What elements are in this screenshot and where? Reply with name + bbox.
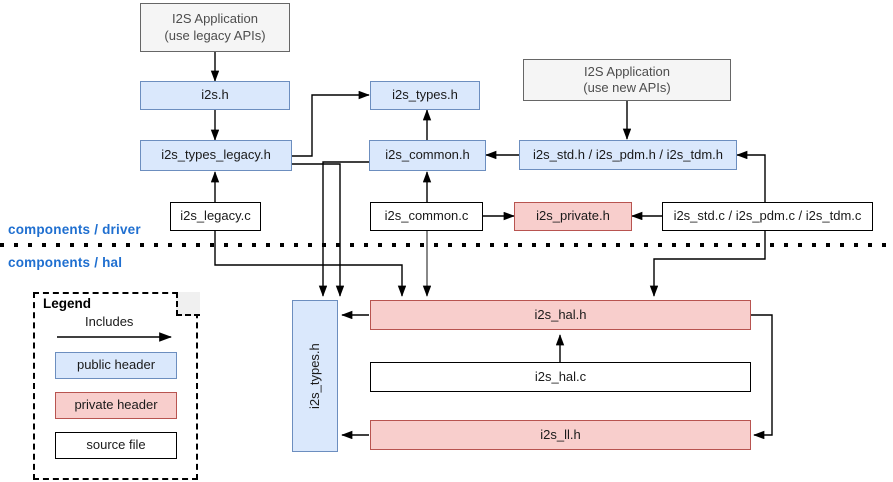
- node-i2s-application-new[interactable]: I2S Application (use new APIs): [523, 59, 731, 101]
- node-label-line1: I2S Application: [171, 11, 258, 27]
- node-label-line1: I2S Application: [583, 63, 670, 79]
- legend-arrow-icon: [57, 332, 172, 342]
- node-i2s-std-pdm-tdm-c[interactable]: i2s_std.c / i2s_pdm.c / i2s_tdm.c: [662, 202, 873, 231]
- legend-swatch-public-header: public header: [55, 352, 177, 379]
- legend-fold-corner: [176, 292, 200, 316]
- node-i2s-h[interactable]: i2s.h: [140, 81, 290, 110]
- node-i2s-ll-h[interactable]: i2s_ll.h: [370, 420, 751, 450]
- legend-arrow-label: Includes: [85, 314, 134, 329]
- zone-label-hal: components / hal: [8, 255, 123, 270]
- node-i2s-std-pdm-tdm-h[interactable]: i2s_std.h / i2s_pdm.h / i2s_tdm.h: [519, 140, 737, 170]
- node-i2s-private-h[interactable]: i2s_private.h: [514, 202, 632, 231]
- node-label-line2: (use new APIs): [583, 80, 671, 95]
- node-i2s-application-legacy[interactable]: I2S Application (use legacy APIs): [140, 3, 290, 52]
- legend-swatch-source-file: source file: [55, 432, 177, 459]
- node-i2s-hal-h[interactable]: i2s_hal.h: [370, 300, 751, 330]
- legend-swatch-private-header: private header: [55, 392, 177, 419]
- node-i2s-common-h[interactable]: i2s_common.h: [369, 140, 486, 171]
- node-i2s-hal-c[interactable]: i2s_hal.c: [370, 362, 751, 392]
- node-i2s-types-h[interactable]: i2s_types.h: [370, 81, 480, 110]
- zone-label-driver: components / driver: [8, 222, 141, 237]
- node-i2s-types-legacy-h[interactable]: i2s_types_legacy.h: [140, 140, 292, 171]
- node-hal-i2s-types-h[interactable]: i2s_types.h: [292, 300, 338, 452]
- node-i2s-common-c[interactable]: i2s_common.c: [370, 202, 483, 231]
- legend-title: Legend: [43, 296, 92, 311]
- node-label-line2: (use legacy APIs): [164, 27, 266, 43]
- node-i2s-legacy-c[interactable]: i2s_legacy.c: [170, 202, 261, 231]
